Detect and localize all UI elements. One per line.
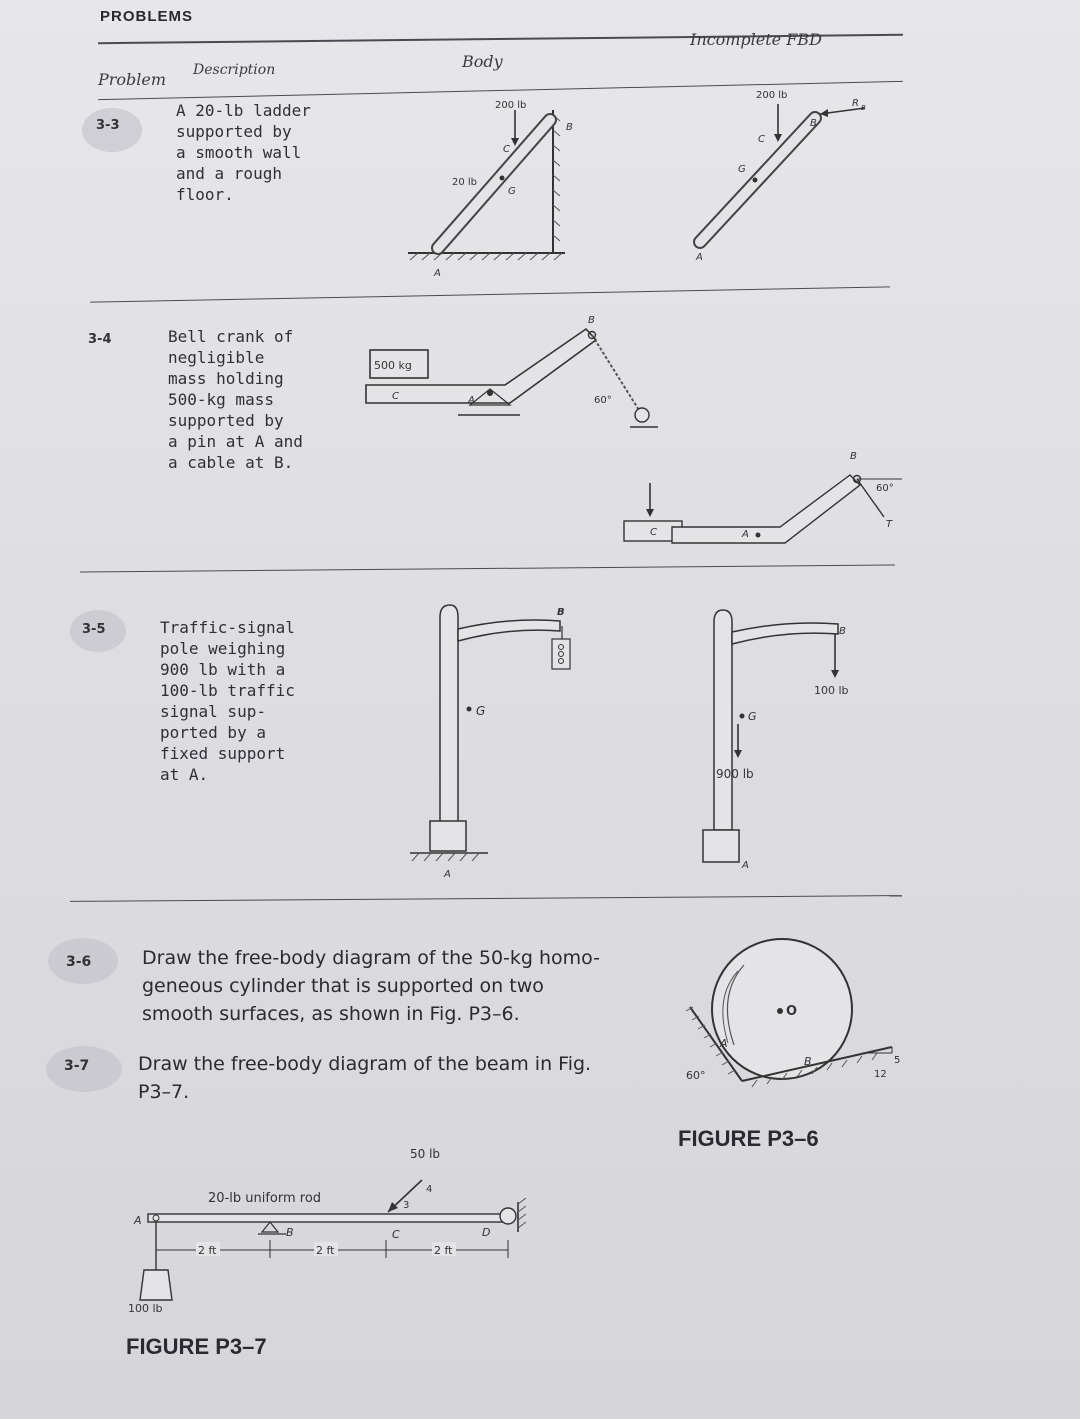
fbd2-c-label: C: [650, 527, 657, 538]
fbd-rb-sub: B: [861, 104, 866, 112]
circle-mark: [46, 1046, 122, 1092]
fbd2-a-label: A: [741, 529, 749, 540]
fbd-rb-label: R: [852, 98, 859, 109]
ladder-g-label: G: [508, 186, 516, 197]
pole-body-diagram: B G A: [410, 604, 571, 880]
problem-text: Draw the free-body diagram of the 50-kg …: [142, 947, 600, 1025]
problem-number: 3-4: [88, 332, 112, 347]
ladder-weight-label: 20 lb: [452, 177, 477, 188]
bellcrank-angle-label: 60°: [594, 395, 612, 406]
bellcrank-mass-label: 500 kg: [374, 359, 412, 372]
cylinder-run-label: 12: [874, 1069, 887, 1080]
beam-figure: 50 lb 4 3 20-lb uniform rod A B C D 100 …: [128, 1147, 527, 1315]
beam-d-label: D: [482, 1226, 490, 1239]
beam-rise-label: 4: [426, 1184, 432, 1195]
cylinder-o-label: O: [786, 1004, 797, 1019]
fbd-g-label: G: [738, 164, 746, 175]
pole-a-label: A: [443, 869, 451, 880]
cylinder-b-label: B: [804, 1055, 812, 1068]
beam-c-label: C: [392, 1228, 400, 1241]
col-body-heading: Body: [462, 52, 503, 71]
fbd-b-label: B: [810, 118, 817, 129]
circle-mark: [82, 108, 142, 152]
fbd3-force-label: 100 lb: [814, 684, 849, 697]
col-fbd-heading: Incomplete FBD: [690, 30, 822, 49]
pole-b-label: B: [557, 607, 565, 618]
problem-description: Traffic-signal pole weighing 900 lb with…: [160, 618, 295, 784]
ladder-b-label: B: [566, 122, 573, 133]
figure-p3-7-caption: FIGURE P3–7: [126, 1334, 267, 1359]
beam-run-label: 3: [403, 1200, 409, 1211]
problem-number: 3-6: [66, 954, 92, 970]
row-divider: [80, 564, 895, 573]
bellcrank-c-label: C: [392, 391, 399, 402]
problem-number: 3-3: [96, 118, 120, 133]
col-problem-heading: Problem: [98, 70, 167, 89]
beam-dim2-label: 2 ft: [316, 1244, 335, 1257]
fbd3-weight-label: 900 lb: [716, 767, 754, 781]
pole-g-label: G: [476, 704, 485, 718]
fbd3-a-label: A: [741, 860, 749, 871]
bellcrank-b-label: B: [588, 315, 595, 326]
ladder-a-label: A: [433, 268, 441, 279]
problem-number: 3-5: [82, 622, 106, 637]
figure-p3-6-caption: FIGURE P3–6: [678, 1126, 819, 1151]
beam-weight-label: 100 lb: [128, 1302, 163, 1315]
cylinder-rise-label: 5: [894, 1055, 900, 1066]
ladder-body-diagram: 200 lb 20 lb C G B A: [408, 100, 573, 279]
fbd3-b-label: B: [839, 626, 846, 637]
col-description-heading: Description: [193, 62, 276, 78]
fbd-a-label: A: [695, 252, 703, 263]
problem-text: Draw the free-body diagram of the beam i…: [138, 1053, 592, 1103]
beam-load-label: 50 lb: [410, 1147, 440, 1161]
circle-mark: [70, 610, 126, 652]
ladder-force-label: 200 lb: [495, 100, 526, 111]
cylinder-angle-label: 60°: [686, 1069, 706, 1082]
beam-b-label: B: [286, 1226, 294, 1239]
cylinder-figure: O A B 60° 5 12: [685, 938, 900, 1088]
beam-rod-label: 20-lb uniform rod: [208, 1191, 321, 1206]
fbd3-g-label: G: [748, 710, 757, 723]
fbd-c-label: C: [758, 134, 765, 145]
problem-number: 3-7: [64, 1058, 90, 1074]
ladder-fbd-diagram: 200 lb R B B C G A: [693, 90, 866, 263]
ladder-c-label: C: [503, 144, 510, 155]
bellcrank-fbd-diagram: C A B 60° T: [623, 451, 902, 544]
fbd2-b-label: B: [850, 451, 857, 462]
section-title: PROBLEMS: [100, 8, 194, 25]
beam-dim3-label: 2 ft: [434, 1244, 453, 1257]
problem-description: Bell crank of negligible mass holding 50…: [168, 327, 303, 472]
bellcrank-body-diagram: 500 kg C A B 60°: [365, 315, 658, 428]
row-divider: [70, 895, 902, 902]
pole-fbd-diagram: B 100 lb G 900 lb A: [702, 609, 849, 871]
beam-a-label: A: [133, 1214, 142, 1227]
fbd2-t-label: T: [886, 519, 893, 530]
cylinder-a-label: A: [719, 1037, 728, 1050]
bellcrank-a-label: A: [467, 395, 475, 406]
beam-dim1-label: 2 ft: [198, 1244, 217, 1257]
circle-mark: [48, 938, 118, 984]
fbd-force-label: 200 lb: [756, 90, 787, 101]
problem-description: A 20-lb ladder supported by a smooth wal…: [176, 101, 311, 204]
fbd2-angle-label: 60°: [876, 483, 894, 494]
